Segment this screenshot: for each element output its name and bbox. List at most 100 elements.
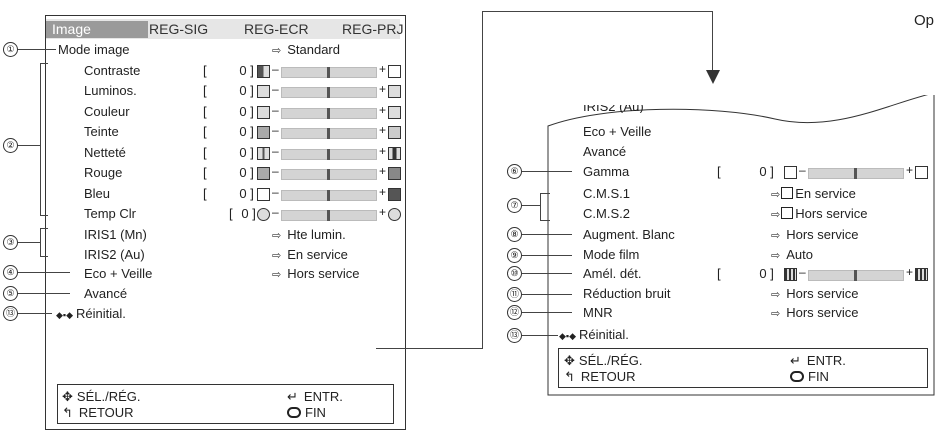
slider-label-contraste[interactable]: Contraste bbox=[84, 63, 141, 78]
reinitial-item[interactable]: ◆▪◆Réinitial. bbox=[56, 306, 126, 323]
leader-line bbox=[18, 313, 52, 314]
return-icon: ↰ bbox=[564, 369, 575, 384]
slider-label-nettete[interactable]: Netteté bbox=[84, 145, 126, 160]
avance-label[interactable]: Avancé bbox=[84, 286, 128, 301]
mode-film-label[interactable]: Mode film bbox=[583, 247, 640, 262]
tab-reg-sig[interactable]: REG-SIG bbox=[149, 21, 209, 37]
mnr-label[interactable]: MNR bbox=[583, 305, 613, 320]
mode-image-label[interactable]: Mode image bbox=[58, 42, 130, 57]
augment-value[interactable]: ⇨Hors service bbox=[771, 227, 858, 244]
eco-veille-item[interactable]: Eco + Veille bbox=[583, 124, 652, 139]
eco-value[interactable]: ⇨Hors service bbox=[272, 266, 359, 283]
color-icon bbox=[257, 106, 270, 119]
iris2-label[interactable]: IRIS2 (Au) bbox=[84, 247, 145, 262]
slider-label-teinte[interactable]: Teinte bbox=[84, 124, 119, 139]
cms1-label[interactable]: C.M.S.1 bbox=[583, 186, 630, 201]
left-footer-select: ✥SÉL./RÉG. bbox=[62, 389, 141, 404]
arrow-icon: ⇨ bbox=[272, 250, 282, 262]
gamma-label[interactable]: Gamma bbox=[583, 164, 630, 179]
slider-label-luminos[interactable]: Luminos. bbox=[84, 83, 137, 98]
slider-knob[interactable] bbox=[327, 128, 330, 139]
gamma-slider[interactable]: –+ bbox=[784, 163, 930, 179]
arrow-icon: ⇨ bbox=[272, 269, 282, 281]
iris1-value[interactable]: ⇨Hte lumin. bbox=[272, 227, 346, 244]
bleu-slider[interactable]: –+ bbox=[257, 185, 403, 201]
slider-value-teinte: [0 ] bbox=[203, 124, 254, 139]
connector-line bbox=[482, 11, 713, 12]
reinitial-item-right[interactable]: ◆▪◆Réinitial. bbox=[559, 327, 629, 344]
slider-knob[interactable] bbox=[327, 67, 330, 78]
gamma-icon bbox=[915, 166, 928, 179]
slider-knob[interactable] bbox=[327, 87, 330, 98]
iris1-label[interactable]: IRIS1 (Mn) bbox=[84, 227, 147, 242]
avance-item[interactable]: Avancé bbox=[583, 144, 627, 159]
callout-13: ⑬ bbox=[3, 306, 18, 321]
slider-label-couleur[interactable]: Couleur bbox=[84, 104, 130, 119]
reduction-label[interactable]: Réduction bruit bbox=[583, 286, 671, 301]
mode-film-value[interactable]: ⇨ Auto bbox=[771, 247, 813, 264]
amel-slider[interactable]: –+ bbox=[784, 265, 930, 281]
mode-image-value[interactable]: ⇨Standard bbox=[272, 42, 340, 59]
callout-9: ⑨ bbox=[507, 248, 522, 263]
right-footer-select: ✥SÉL./RÉG. bbox=[564, 353, 643, 368]
cms2-value[interactable]: ⇨Hors service bbox=[771, 206, 867, 223]
arrow-icon: ⇨ bbox=[771, 289, 781, 301]
slider-label-temp-clr[interactable]: Temp Clr bbox=[84, 206, 137, 221]
slider-knob[interactable] bbox=[327, 108, 330, 119]
mnr-value[interactable]: ⇨Hors service bbox=[771, 305, 858, 322]
tab-reg-prj[interactable]: REG-PRJ bbox=[342, 21, 404, 37]
callout-3: ③ bbox=[3, 235, 18, 250]
iris2-value-text: En service bbox=[287, 247, 348, 262]
slider-label-rouge[interactable]: Rouge bbox=[84, 165, 123, 180]
callout-7: ⑦ bbox=[507, 198, 522, 213]
slider-knob[interactable] bbox=[327, 149, 330, 160]
connector-line bbox=[712, 11, 713, 73]
connector-line bbox=[376, 348, 483, 349]
reset-icon: ◆▪◆ bbox=[559, 331, 577, 341]
right-footer-back: ↰RETOUR bbox=[564, 369, 636, 384]
left-menu-panel bbox=[45, 15, 406, 430]
amel-value: [0 ] bbox=[717, 266, 774, 281]
amel-label[interactable]: Amél. dét. bbox=[583, 266, 642, 281]
nettete-slider[interactable]: –+ bbox=[257, 144, 403, 160]
slider-knob[interactable] bbox=[327, 210, 330, 221]
leader-line bbox=[522, 335, 558, 336]
bracket-line bbox=[40, 63, 48, 64]
end-button-icon bbox=[790, 371, 804, 382]
reduction-value[interactable]: ⇨ Hors service bbox=[771, 286, 858, 303]
reduction-value-text: Hors service bbox=[786, 286, 859, 301]
luminos-slider[interactable]: –+ bbox=[257, 82, 403, 98]
slider-label-bleu[interactable]: Bleu bbox=[84, 186, 111, 201]
mnr-value-text: Hors service bbox=[786, 305, 859, 320]
slider-knob[interactable] bbox=[327, 190, 330, 201]
left-footer-back: ↰RETOUR bbox=[62, 405, 134, 420]
bracket-line bbox=[540, 220, 550, 221]
cms1-value[interactable]: ⇨En service bbox=[771, 186, 856, 203]
checkbox-icon[interactable] bbox=[781, 207, 794, 219]
callout-1: ① bbox=[3, 42, 18, 57]
contraste-slider[interactable]: –+ bbox=[257, 62, 403, 78]
iris2-value[interactable]: ⇨ En service bbox=[272, 247, 348, 264]
rouge-slider[interactable]: –+ bbox=[257, 164, 403, 180]
arrow-icon: ⇨ bbox=[771, 230, 781, 242]
tint-icon bbox=[388, 126, 401, 139]
slider-knob[interactable] bbox=[854, 168, 857, 179]
temp-clr-slider[interactable]: –+ bbox=[257, 205, 403, 221]
teinte-slider[interactable]: –+ bbox=[257, 123, 403, 139]
mode-film-value-text: Auto bbox=[786, 247, 813, 262]
tab-image[interactable]: Image bbox=[46, 21, 148, 38]
slider-knob[interactable] bbox=[854, 270, 857, 281]
cms2-label[interactable]: C.M.S.2 bbox=[583, 206, 630, 221]
augment-label[interactable]: Augment. Blanc bbox=[583, 227, 675, 242]
checkbox-icon[interactable] bbox=[781, 187, 794, 199]
slider-value-bleu: [0 ] bbox=[203, 186, 254, 201]
leader-line bbox=[522, 234, 572, 235]
arrow-icon: ⇨ bbox=[771, 250, 781, 262]
leader-line bbox=[522, 312, 572, 313]
slider-knob[interactable] bbox=[327, 169, 330, 180]
contrast-icon bbox=[388, 65, 401, 78]
couleur-slider[interactable]: –+ bbox=[257, 103, 403, 119]
tab-reg-ecr[interactable]: REG-ECR bbox=[244, 21, 309, 37]
eco-label[interactable]: Eco + Veille bbox=[84, 266, 153, 281]
bracket-line bbox=[40, 228, 48, 229]
